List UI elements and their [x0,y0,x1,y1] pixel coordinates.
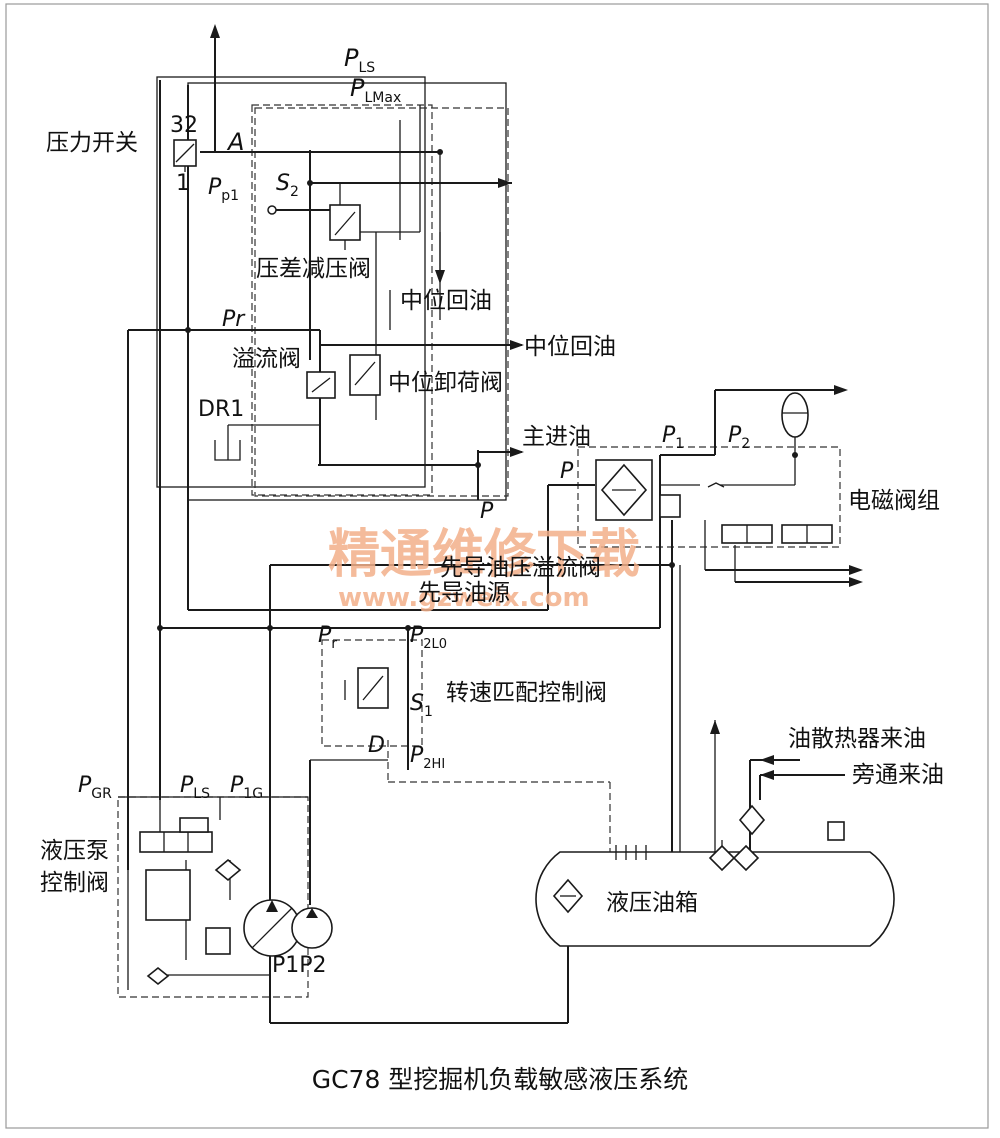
watermark-title: 精通维修下载 [328,525,640,585]
symbol-PLS-top: PLS [344,44,375,76]
symbol-P2: P2 [728,423,750,452]
label-pump-control-valve-line2: 控制阀 [40,870,109,896]
diff-reducing-valve-symbol [329,204,361,250]
symbol-Pr-top: Pr [222,307,246,332]
symbol-P-solenoid: P [560,459,574,484]
symbol-D: D [368,733,385,758]
label-pressure-switch: 压力开关 [46,130,138,156]
pump-control-valve-symbol [139,817,242,986]
symbol-P1G: P1G [230,773,263,802]
symbol-PGR: PGR [78,773,112,802]
symbol-Pp1: Pp1 [208,175,239,204]
label-cooler-return: 油散热器来油 [788,726,926,752]
label-pump-control-valve-line1: 液压泵 [40,838,109,864]
solenoid-group-box [577,446,841,548]
symbol-P2HI: P2HI [410,743,445,772]
pilot-relief-symbol [595,459,681,521]
neutral-unload-valve-symbol [349,354,381,396]
relief-valve-symbol [306,371,336,399]
symbol-DR1: DR1 [198,397,244,422]
label-diff-reducing-valve: 压差减压阀 [256,256,371,282]
pipe-lines [118,24,863,1024]
label-bypass-return: 旁通来油 [852,762,944,788]
symbol-A: A [226,128,244,156]
symbol-PLS-bottom: PLS [180,773,210,802]
symbol-pump-P1P2: P1P2 [272,953,327,978]
symbol-Pr-mid: Pr [318,623,337,652]
junction-dots [157,149,798,631]
label-tank: 液压油箱 [606,890,698,916]
label-pilot-source: 先导油源 [418,580,510,606]
pressure-switch-symbol [173,139,197,172]
label-neutral-unload-valve: 中位卸荷阀 [388,370,503,396]
label-neutral-return-2: 中位回油 [524,334,616,360]
label-solenoid-group: 电磁阀组 [848,488,940,514]
label-pilot-relief: 先导油压溢流阀 [440,555,601,581]
page-border [5,3,989,1129]
label-neutral-return-1: 中位回油 [400,288,492,314]
accumulator-symbol [781,392,809,438]
symbol-P-main: P [480,499,494,524]
label-main-inlet: 主进油 [522,424,591,450]
speed-match-box [321,639,423,747]
symbol-port-32: 32 [170,113,198,138]
pump-symbols [243,899,333,957]
hydraulic-tank-symbol [535,804,895,947]
symbol-P1: P1 [662,423,684,452]
label-relief-valve: 溢流阀 [232,346,301,372]
symbol-P2L0: P2L0 [410,623,447,652]
symbol-S2: S2 [276,171,299,200]
solenoid-valves [707,482,833,544]
watermark-url: www.gzweix.com [338,583,590,613]
symbol-PLMax: PLMax [350,74,401,106]
symbol-port-1: 1 [176,171,190,196]
figure-caption: GC78 型挖掘机负载敏感液压系统 [312,1065,689,1094]
speed-match-valve-symbol [357,667,389,709]
label-speed-match-valve: 转速匹配控制阀 [446,680,607,706]
symbol-S1: S1 [410,691,433,720]
